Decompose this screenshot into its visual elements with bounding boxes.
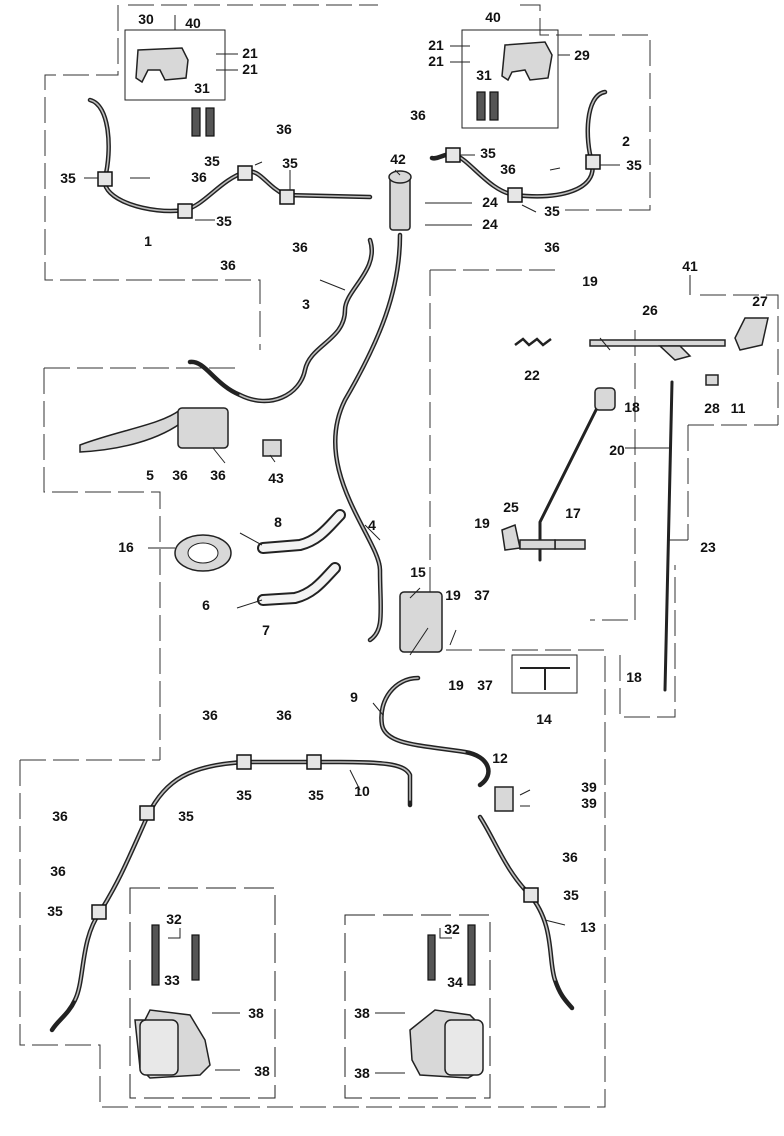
caliper-cover-29	[501, 41, 553, 82]
callout-36: 36	[50, 863, 66, 879]
callout-36: 36	[562, 849, 578, 865]
callout-36: 36	[500, 161, 516, 177]
callout-36: 36	[410, 107, 426, 123]
callout-32: 32	[166, 911, 182, 927]
callout-38: 38	[354, 1005, 370, 1021]
callout-36: 36	[210, 467, 226, 483]
callout-20: 20	[609, 442, 625, 458]
callout-6: 6	[202, 597, 210, 613]
callout-35: 35	[60, 170, 76, 186]
callout-18: 18	[626, 669, 642, 685]
callout-22: 22	[524, 367, 540, 383]
callout-7: 7	[262, 622, 270, 638]
callout-36: 36	[220, 257, 236, 273]
callout-38: 38	[254, 1063, 270, 1079]
callout-9: 9	[350, 689, 358, 705]
callout-34: 34	[447, 974, 463, 990]
callout-24: 24	[482, 216, 498, 232]
callout-19: 19	[445, 587, 461, 603]
callout-36: 36	[172, 467, 188, 483]
callout-35: 35	[47, 903, 63, 919]
callout-31: 31	[476, 67, 492, 83]
callout-36: 36	[544, 239, 560, 255]
callout-10: 10	[354, 783, 370, 799]
callout-19: 19	[582, 273, 598, 289]
callout-43: 43	[268, 470, 284, 486]
callout-19: 19	[448, 677, 464, 693]
callout-26: 26	[642, 302, 658, 318]
callout-35: 35	[544, 203, 560, 219]
callout-35: 35	[216, 213, 232, 229]
callout-3: 3	[302, 296, 310, 312]
callout-30: 30	[138, 11, 154, 27]
callout-27: 27	[752, 293, 768, 309]
callout-4: 4	[368, 517, 376, 533]
components	[79, 41, 769, 1079]
callout-36: 36	[276, 121, 292, 137]
callout-35: 35	[236, 787, 252, 803]
callout-21: 21	[428, 37, 444, 53]
callout-14: 14	[536, 711, 552, 727]
callout-25: 25	[503, 499, 519, 515]
callout-13: 13	[580, 919, 596, 935]
callout-24: 24	[482, 194, 498, 210]
callout-35: 35	[626, 157, 642, 173]
callout-16: 16	[118, 539, 134, 555]
callout-11: 11	[731, 400, 746, 416]
callout-15: 15	[410, 564, 426, 580]
hose-clips	[91, 147, 601, 920]
callout-19: 19	[474, 515, 490, 531]
callout-35: 35	[204, 153, 220, 169]
callout-33: 33	[164, 972, 180, 988]
callout-32: 32	[444, 921, 460, 937]
callout-40: 40	[185, 15, 201, 31]
callout-21: 21	[428, 53, 444, 69]
callout-36: 36	[52, 808, 68, 824]
callout-38: 38	[354, 1065, 370, 1081]
callout-28: 28	[704, 400, 720, 416]
callout-23: 23	[700, 539, 716, 555]
callout-21: 21	[242, 45, 258, 61]
callout-38: 38	[248, 1005, 264, 1021]
callout-36: 36	[292, 239, 308, 255]
caliper-cover-30	[135, 47, 189, 84]
callout-36: 36	[191, 169, 207, 185]
callout-36: 36	[202, 707, 218, 723]
callout-35: 35	[282, 155, 298, 171]
callout-37: 37	[477, 677, 493, 693]
callout-39: 39	[581, 795, 597, 811]
callout-29: 29	[574, 47, 590, 63]
callout-21: 21	[242, 61, 258, 77]
callout-31: 31	[194, 80, 210, 96]
callout-2: 2	[622, 133, 630, 149]
leader-lines	[84, 45, 691, 1074]
callout-41: 41	[682, 258, 698, 274]
callout-18: 18	[624, 399, 640, 415]
callout-17: 17	[565, 505, 581, 521]
group-boxes	[124, 15, 578, 1099]
callout-8: 8	[274, 514, 282, 530]
callout-36: 36	[276, 707, 292, 723]
callout-40: 40	[485, 9, 501, 25]
callout-35: 35	[308, 787, 324, 803]
callout-37: 37	[474, 587, 490, 603]
callout-5: 5	[146, 467, 154, 483]
callout-35: 35	[480, 145, 496, 161]
callout-42: 42	[390, 151, 406, 167]
callout-1: 1	[144, 233, 152, 249]
callout-35: 35	[563, 887, 579, 903]
callout-39: 39	[581, 779, 597, 795]
group-outlines	[19, 4, 779, 1108]
callout-12: 12	[492, 750, 508, 766]
callout-35: 35	[178, 808, 194, 824]
